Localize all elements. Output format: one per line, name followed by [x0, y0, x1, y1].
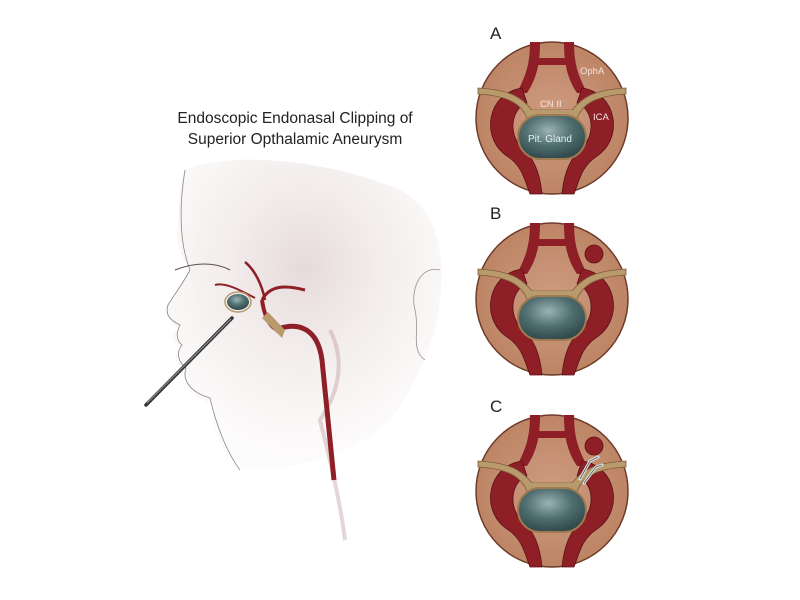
panel-label-b: B: [490, 204, 502, 223]
label-pit-gland: Pit. Gland: [528, 134, 572, 145]
aneurysm: [584, 244, 604, 264]
title-line-1: Endoscopic Endonasal Clipping of: [177, 110, 413, 127]
title-line-2: Superior Opthalamic Aneurysm: [187, 131, 403, 148]
label-cn2: CN II: [540, 99, 562, 110]
head-illustration: [144, 159, 442, 541]
panel-label-a: A: [490, 24, 502, 43]
label-ophA: OphA: [580, 66, 605, 77]
panel-label-c: C: [490, 397, 503, 416]
panel-b-diagram: [475, 222, 629, 376]
illustration-title: Endoscopic Endonasal Clipping of Superio…: [150, 108, 440, 150]
label-ica: ICA: [593, 112, 610, 123]
aneurysm: [584, 436, 604, 456]
panel-c-diagram: [475, 414, 629, 568]
panel-a-diagram: OphA CN II Pit. Gland ICA: [475, 41, 629, 195]
